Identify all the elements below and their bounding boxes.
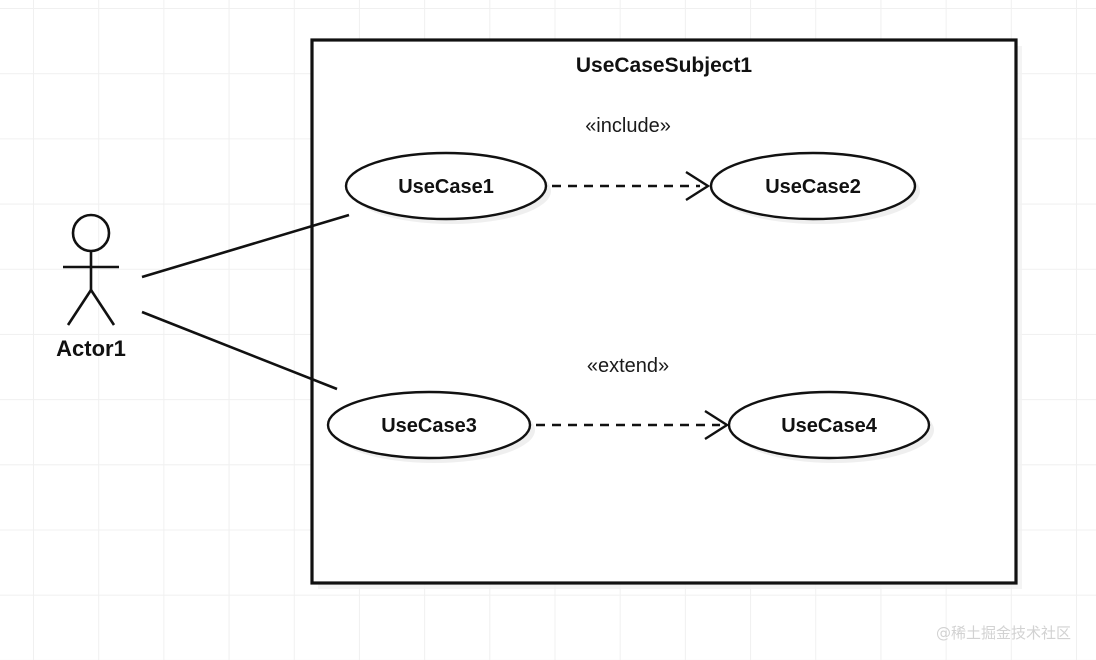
use-case-ellipse [326, 390, 532, 460]
arrow-head-open-icon [685, 170, 711, 202]
dependency-stereotype-label: «extend» [587, 355, 669, 377]
use-case-label: UseCase4 [781, 415, 878, 437]
dependency-stereotype-label: «include» [585, 115, 671, 137]
actor-left-leg-line [66, 289, 93, 326]
dependency-extend-usecase3-usecase4[interactable]: «extend» [536, 355, 730, 441]
use-case-usecase2[interactable]: UseCase2 [709, 151, 920, 224]
use-case-usecase3[interactable]: UseCase3 [326, 390, 535, 463]
actor-head-icon [71, 213, 111, 253]
use-case-label: UseCase3 [381, 415, 477, 437]
subject-title: UseCaseSubject1 [576, 54, 753, 77]
dependency-include-usecase1-usecase2[interactable]: «include» [552, 115, 711, 202]
actor-actor1[interactable]: Actor1 [56, 213, 126, 361]
use-case-ellipse [344, 151, 548, 221]
actor-label: Actor1 [56, 336, 126, 361]
use-case-label: UseCase1 [398, 176, 494, 198]
association-actor1-usecase3[interactable] [141, 310, 338, 391]
watermark: @稀土掘金技术社区 [936, 624, 1071, 642]
use-case-ellipse [709, 151, 917, 221]
arrow-head-open-icon [704, 409, 730, 441]
use-case-usecase4[interactable]: UseCase4 [727, 390, 934, 463]
association-actor1-usecase1[interactable] [141, 213, 350, 279]
subject-boundary-box[interactable] [310, 38, 1018, 585]
use-case-usecase1[interactable]: UseCase1 [344, 151, 551, 224]
use-case-label: UseCase2 [765, 176, 861, 198]
actor-right-leg-line [89, 289, 116, 326]
